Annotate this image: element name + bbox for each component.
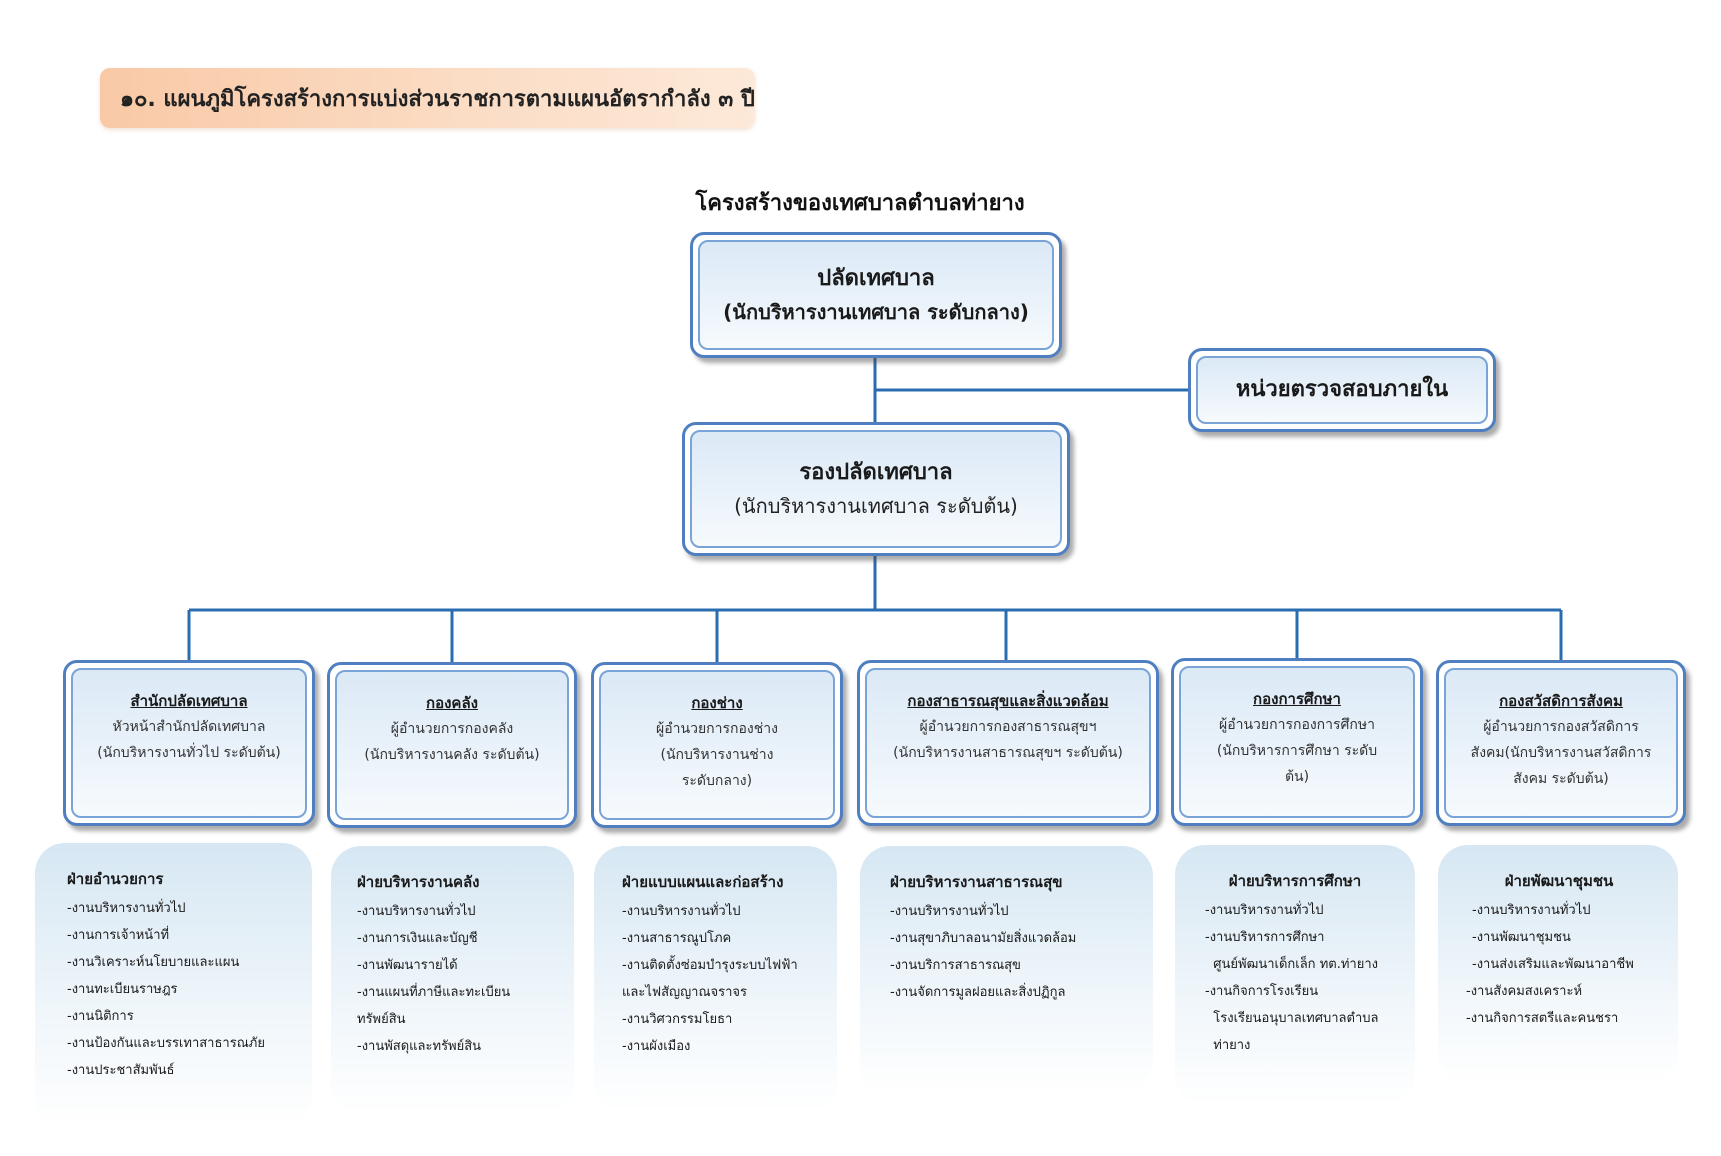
task-item: -งานพัสดุและทรัพย์สิน bbox=[357, 1039, 482, 1054]
department-box-inner: กองสาธารณสุขและสิ่งแวดล้อม ผู้อำนวยการกอ… bbox=[865, 668, 1151, 818]
task-item: -งานบริหารงานทั่วไป bbox=[1205, 903, 1324, 918]
department-box-4: กองสาธารณสุขและสิ่งแวดล้อม ผู้อำนวยการกอ… bbox=[857, 660, 1159, 826]
department-box-inner: กองคลัง ผู้อำนวยการกองคลัง (นักบริหารงาน… bbox=[335, 670, 569, 820]
task-item: -งานส่งเสริมและพัฒนาอาชีพ bbox=[1472, 957, 1634, 972]
chief-title: ปลัดเทศบาล bbox=[817, 266, 935, 291]
task-item: -งานประชาสัมพันธ์ bbox=[67, 1063, 175, 1078]
task-item: -งานบริหารงานทั่วไป bbox=[357, 904, 476, 919]
deputy-title: รองปลัดเทศบาล bbox=[799, 460, 953, 485]
department-box-inner: กองการศึกษา ผู้อำนวยการกองการศึกษา (นักบ… bbox=[1179, 666, 1415, 818]
section-title: ฝ่ายบริหารการศึกษา bbox=[1228, 872, 1362, 890]
department-box-inner: สำนักปลัดเทศบาล หัวหน้าสำนักปลัดเทศบาล (… bbox=[71, 668, 307, 818]
audit-title: หน่วยตรวจสอบภายใน bbox=[1235, 377, 1449, 402]
section-panel-1: ฝ่ายอำนวยการ -งานบริหารงานทั่วไป -งานการ… bbox=[35, 843, 312, 1127]
task-item: -งานบริหารงานทั่วไป bbox=[622, 904, 741, 919]
section-title: ฝ่ายอำนวยการ bbox=[67, 870, 164, 888]
department-desc-line: ต้น) bbox=[1284, 769, 1310, 785]
department-desc-line: ผู้อำนวยการกองคลัง bbox=[390, 721, 514, 737]
task-item: -งานป้องกันและบรรเทาสาธารณภัย bbox=[67, 1036, 265, 1051]
department-desc-line: สังคม ระดับต้น) bbox=[1513, 771, 1609, 787]
task-item: -งานแผนที่ภาษีและทะเบียน bbox=[357, 985, 511, 1000]
department-box-1: สำนักปลัดเทศบาล หัวหน้าสำนักปลัดเทศบาล (… bbox=[63, 660, 315, 826]
section-title: ฝ่ายแบบแผนและก่อสร้าง bbox=[622, 873, 784, 891]
department-box-inner: กองสวัสดิการสังคม ผู้อำนวยการกองสวัสดิกา… bbox=[1444, 668, 1678, 818]
task-item: -งานวิศวกรรมโยธา bbox=[622, 1012, 733, 1027]
department-desc-line: ผู้อำนวยการกองสวัสดิการ bbox=[1483, 719, 1639, 735]
task-item: -งานติดตั้งซ่อมบำรุงระบบไฟฟ้า bbox=[622, 958, 798, 973]
department-desc-line: (นักบริหารงานทั่วไป ระดับต้น) bbox=[97, 745, 281, 761]
task-item: -งานพัฒนารายได้ bbox=[357, 958, 458, 973]
department-name: กองสาธารณสุขและสิ่งแวดล้อม bbox=[907, 692, 1109, 710]
department-desc-line: ผู้อำนวยการกองช่าง bbox=[656, 721, 778, 737]
department-desc-line: (นักบริหารงานช่าง bbox=[660, 747, 774, 763]
task-item: -งานบริการสาธารณสุข bbox=[890, 958, 1021, 973]
chief-box-inner: ปลัดเทศบาล (นักบริหารงานเทศบาล ระดับกลาง… bbox=[698, 240, 1054, 350]
department-desc-line: ระดับกลาง) bbox=[681, 773, 753, 789]
task-item: -งานกิจการสตรีและคนชรา bbox=[1466, 1011, 1619, 1026]
task-item: -งานบริหารการศึกษา bbox=[1205, 930, 1325, 945]
chief-subtitle: (นักบริหารงานเทศบาล ระดับกลาง) bbox=[723, 300, 1029, 324]
task-item: -งานนิติการ bbox=[67, 1009, 134, 1024]
section-title: ฝ่ายพัฒนาชุมชน bbox=[1504, 872, 1614, 890]
department-desc-line: ผู้อำนวยการกองสาธารณสุขฯ bbox=[919, 719, 1097, 735]
department-desc-line: หัวหน้าสำนักปลัดเทศบาล bbox=[112, 719, 266, 735]
task-item: -งานผังเมือง bbox=[622, 1039, 691, 1054]
department-desc-line: (นักบริหารการศึกษา ระดับ bbox=[1216, 743, 1378, 759]
task-item: ศูนย์พัฒนาเด็กเล็ก ทต.ท่ายาง bbox=[1205, 957, 1378, 972]
chief-box: ปลัดเทศบาล (นักบริหารงานเทศบาล ระดับกลาง… bbox=[690, 232, 1062, 358]
task-item: และไฟสัญญาณจราจร bbox=[622, 985, 748, 1000]
department-box-6: กองสวัสดิการสังคม ผู้อำนวยการกองสวัสดิกา… bbox=[1436, 660, 1686, 826]
task-item: -งานบริหารงานทั่วไป bbox=[890, 904, 1009, 919]
department-name: กองช่าง bbox=[691, 694, 743, 712]
chart-title: โครงสร้างของเทศบาลตำบลท่ายาง bbox=[695, 191, 1025, 216]
department-name: สำนักปลัดเทศบาล bbox=[130, 692, 248, 710]
task-item: -งานทะเบียนราษฎร bbox=[67, 982, 178, 997]
section-panel-6: ฝ่ายพัฒนาชุมชน -งานบริหารงานทั่วไป -งานพ… bbox=[1438, 845, 1678, 1083]
section-panel-5: ฝ่ายบริหารการศึกษา -งานบริหารงานทั่วไป -… bbox=[1175, 845, 1415, 1105]
task-item: ทรัพย์สิน bbox=[357, 1012, 406, 1027]
department-box-5: กองการศึกษา ผู้อำนวยการกองการศึกษา (นักบ… bbox=[1171, 658, 1423, 826]
deputy-box: รองปลัดเทศบาล (นักบริหารงานเทศบาล ระดับต… bbox=[682, 422, 1070, 556]
task-item: -งานบริหารงานทั่วไป bbox=[1472, 903, 1591, 918]
department-desc-line: (นักบริหารงานสาธารณสุขฯ ระดับต้น) bbox=[893, 745, 1123, 761]
section-panel-2: ฝ่ายบริหารงานคลัง -งานบริหารงานทั่วไป -ง… bbox=[331, 846, 574, 1114]
department-name: กองการศึกษา bbox=[1253, 690, 1341, 708]
department-box-3: กองช่าง ผู้อำนวยการกองช่าง (นักบริหารงาน… bbox=[591, 662, 843, 828]
department-desc-line: (นักบริหารงานคลัง ระดับต้น) bbox=[364, 747, 540, 763]
department-box-2: กองคลัง ผู้อำนวยการกองคลัง (นักบริหารงาน… bbox=[327, 662, 577, 828]
deputy-subtitle: (นักบริหารงานเทศบาล ระดับต้น) bbox=[734, 494, 1018, 518]
section-title: ฝ่ายบริหารงานคลัง bbox=[357, 873, 480, 891]
task-item: -งานสังคมสงเคราะห์ bbox=[1466, 984, 1583, 999]
department-box-inner: กองช่าง ผู้อำนวยการกองช่าง (นักบริหารงาน… bbox=[599, 670, 835, 820]
section-panel-3: ฝ่ายแบบแผนและก่อสร้าง -งานบริหารงานทั่วไ… bbox=[594, 846, 837, 1112]
department-desc-line: สังคม(นักบริหารงานสวัสดิการ bbox=[1470, 745, 1652, 761]
task-item: -งานสาธารณูปโภค bbox=[622, 931, 732, 946]
task-item: ท่ายาง bbox=[1205, 1038, 1251, 1053]
task-item: -งานการเงินและบัญชี bbox=[357, 931, 478, 946]
task-item: -งานบริหารงานทั่วไป bbox=[67, 901, 186, 916]
audit-box: หน่วยตรวจสอบภายใน bbox=[1188, 348, 1496, 432]
department-name: กองสวัสดิการสังคม bbox=[1499, 692, 1623, 710]
section-panel-4: ฝ่ายบริหารงานสาธารณสุข -งานบริหารงานทั่ว… bbox=[860, 846, 1153, 1094]
deputy-box-inner: รองปลัดเทศบาล (นักบริหารงานเทศบาล ระดับต… bbox=[690, 430, 1062, 548]
task-item: -งานจัดการมูลฝอยและสิ่งปฏิกูล bbox=[890, 985, 1066, 1000]
task-item: -งานพัฒนาชุมชน bbox=[1472, 930, 1571, 945]
section-title: ฝ่ายบริหารงานสาธารณสุข bbox=[890, 873, 1063, 891]
department-desc-line: ผู้อำนวยการกองการศึกษา bbox=[1219, 717, 1375, 733]
task-item: -งานวิเคราะห์นโยบายและแผน bbox=[67, 955, 240, 970]
task-item: -งานสุขาภิบาลอนามัยสิ่งแวดล้อม bbox=[890, 931, 1077, 946]
task-item: -งานกิจการโรงเรียน bbox=[1205, 984, 1319, 999]
task-item: โรงเรียนอนุบาลเทศบาลตำบล bbox=[1205, 1011, 1379, 1026]
task-item: -งานการเจ้าหน้าที่ bbox=[67, 928, 170, 943]
department-name: กองคลัง bbox=[426, 694, 478, 712]
page-heading: ๑๐. แผนภูมิโครงสร้างการแบ่งส่วนราชการตาม… bbox=[100, 68, 755, 128]
audit-box-inner: หน่วยตรวจสอบภายใน bbox=[1196, 356, 1488, 424]
